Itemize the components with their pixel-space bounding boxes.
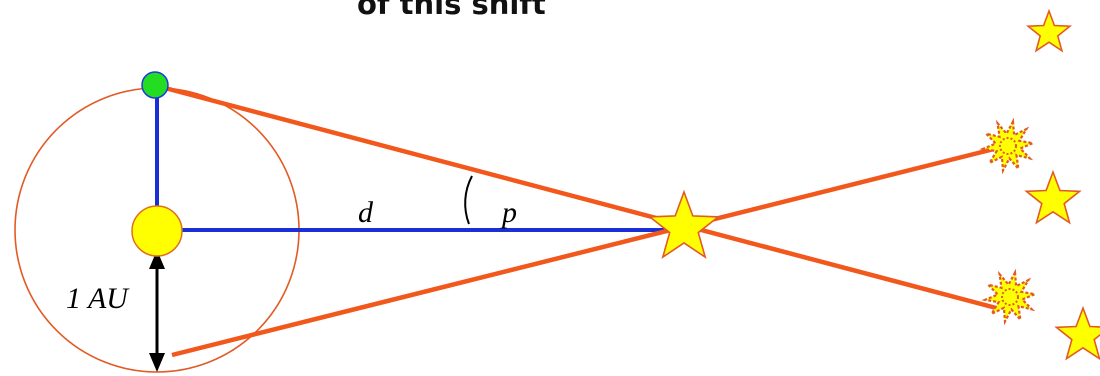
- sight-line-from-top: [165, 88, 1000, 309]
- background-star: [1056, 308, 1100, 359]
- nearby-star: [650, 192, 718, 257]
- earth: [142, 72, 168, 98]
- apparent-star-upper: [983, 122, 1033, 171]
- background-star: [1028, 11, 1070, 51]
- apparent-star-lower: [985, 273, 1035, 322]
- parallax-angle-label: p: [500, 196, 517, 229]
- background-star: [1026, 172, 1079, 223]
- heading-text: of this shift: [357, 0, 546, 21]
- baseline-label: 1 AU: [66, 282, 130, 315]
- parallax-angle-arc: [465, 176, 472, 224]
- distance-label: d: [358, 196, 374, 229]
- baseline-arrow: [149, 250, 165, 372]
- sun: [132, 206, 182, 256]
